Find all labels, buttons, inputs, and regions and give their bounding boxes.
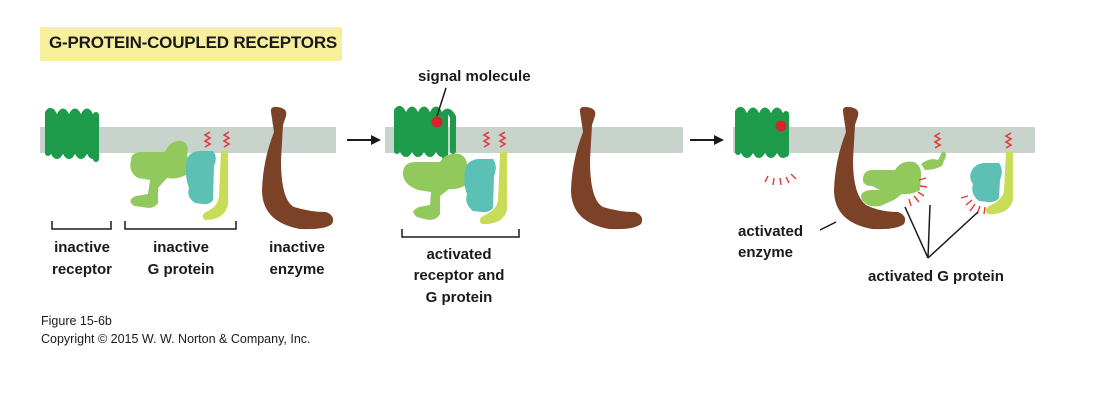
g-alpha-subunit: [130, 140, 188, 208]
g-gamma-subunit: [202, 151, 228, 220]
g-gamma-subunit-bound: [479, 152, 507, 225]
enzyme-panel-2: [571, 106, 643, 230]
figure-number: Figure 15-6b: [41, 314, 112, 328]
signal-molecule-bound: [775, 120, 787, 132]
arrow-2: [690, 135, 724, 145]
lipid-anchor-2: [222, 131, 231, 148]
activated-g-alpha: [861, 132, 946, 207]
signal-molecule-label: signal molecule: [418, 68, 531, 85]
lipid-anchor-3: [482, 131, 491, 148]
g-alpha-subunit-bound: [402, 153, 468, 220]
bracket-complex: [401, 229, 520, 238]
g-alpha-subunit-active: [861, 161, 922, 207]
arrow-1: [347, 135, 381, 145]
enzyme-label-line-2: enzyme: [269, 261, 324, 278]
complex-label-line-1: activated: [426, 246, 491, 263]
bracket-receptor: [51, 221, 112, 230]
activated-enzyme-label-line-1: activated: [738, 223, 803, 240]
activated-enzyme: [834, 106, 906, 230]
complex-label-line-3: G protein: [426, 289, 493, 306]
g-beta-subunit-bound: [464, 158, 496, 213]
copyright-notice: Copyright © 2015 W. W. Norton & Company,…: [41, 332, 311, 346]
g-beta-subunit: [185, 150, 216, 205]
activated-receptor: [394, 105, 456, 160]
inactive-receptor: [45, 107, 99, 162]
lipid-anchor-5: [933, 132, 942, 149]
figure-title: G-PROTEIN-COUPLED RECEPTORS: [40, 27, 342, 61]
signal-leader-line: [436, 87, 447, 117]
enzyme-leader-line: [819, 221, 837, 231]
g-alpha-tail: [921, 151, 946, 170]
g-alpha-activation-rays: [908, 177, 928, 207]
enzyme-label-line-1: inactive: [269, 239, 325, 256]
receptor-after-release: [735, 106, 789, 158]
lipid-anchor-6: [1004, 132, 1013, 149]
g-protein-leader-line-2: [927, 204, 931, 259]
receptor-label-line-2: receptor: [52, 261, 112, 278]
g-beta-subunit-active: [970, 162, 1002, 203]
inactive-enzyme: [262, 106, 334, 230]
g-protein-leader-line-3: [927, 211, 979, 259]
bracket-g-protein: [124, 221, 237, 230]
lipid-anchor-1: [203, 131, 212, 148]
g-protein-label-line-1: inactive: [153, 239, 209, 256]
lipid-anchor-4: [498, 131, 507, 148]
g-protein-label-line-2: G protein: [148, 261, 215, 278]
activated-enzyme-label-line-2: enzyme: [738, 244, 793, 261]
g-gamma-subunit-active: [985, 152, 1013, 215]
signal-molecule: [431, 116, 443, 128]
receptor-activation-rays: [764, 173, 797, 186]
activated-g-beta-gamma: [960, 132, 1013, 215]
g-protein-leader-line-1: [904, 206, 929, 259]
complex-label-line-2: receptor and: [414, 267, 505, 284]
g-beta-activation-rays: [960, 195, 986, 215]
receptor-label-line-1: inactive: [54, 239, 110, 256]
activated-g-protein-label: activated G protein: [868, 268, 1004, 285]
bound-g-protein: [402, 131, 507, 225]
inactive-g-protein: [130, 131, 231, 220]
